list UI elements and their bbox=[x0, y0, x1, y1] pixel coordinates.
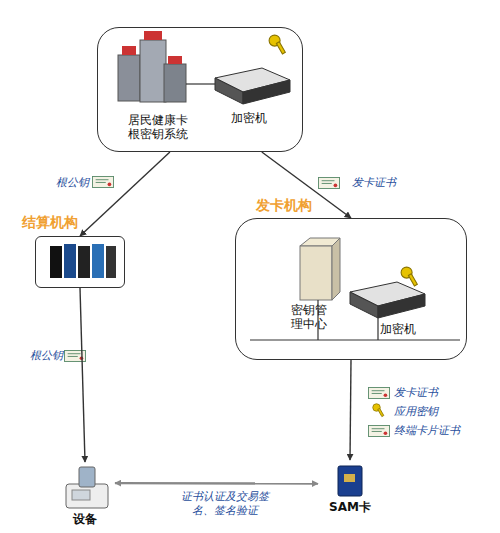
item-label: 应用密钥 bbox=[394, 405, 438, 419]
network-wire bbox=[250, 300, 460, 340]
tower-side bbox=[332, 238, 340, 300]
building-icon bbox=[118, 31, 186, 102]
certificate-icon bbox=[318, 178, 339, 189]
node-label: 加密机 bbox=[227, 111, 271, 125]
building-block bbox=[164, 64, 186, 102]
group-heading: 结算机构 bbox=[22, 215, 78, 229]
org-box: 结算机构 bbox=[35, 236, 125, 288]
sam-card-icon bbox=[338, 466, 362, 496]
tower-body bbox=[300, 246, 332, 300]
item-label: 终端卡片证书 bbox=[394, 424, 460, 438]
device-body bbox=[66, 484, 108, 508]
building-block bbox=[118, 55, 140, 101]
building-roof bbox=[144, 31, 162, 40]
rack-unit bbox=[64, 244, 76, 278]
key-icon bbox=[401, 267, 417, 286]
node-label: 密钥管 理中心 bbox=[288, 303, 330, 331]
node-label: 设备 bbox=[55, 512, 115, 526]
rack-unit bbox=[78, 246, 90, 278]
device-keys bbox=[72, 490, 90, 500]
building-roof bbox=[168, 56, 182, 64]
certificate-icon bbox=[92, 177, 113, 188]
device-head bbox=[79, 467, 95, 487]
encryptor-front bbox=[215, 78, 243, 104]
card-body bbox=[338, 466, 362, 496]
rack-unit bbox=[92, 244, 104, 278]
encryptor-side bbox=[378, 294, 425, 318]
tower-server-icon bbox=[300, 238, 340, 300]
certificate-icon bbox=[368, 388, 389, 399]
connector-arrow bbox=[350, 360, 351, 460]
node-label: SAM卡 bbox=[318, 500, 382, 514]
edge-label: 根公钥 bbox=[26, 349, 66, 363]
rack-unit bbox=[50, 246, 62, 278]
group-heading: 发卡机构 bbox=[256, 198, 312, 212]
link-wire bbox=[186, 83, 216, 84]
encryptor-side bbox=[243, 80, 290, 104]
edge-label: 发卡证书 bbox=[344, 176, 404, 190]
edge-label: 根公钥 bbox=[52, 176, 92, 190]
edge-label: 证书认证及交易签 名、签名验证 bbox=[172, 490, 278, 518]
card-chip bbox=[344, 474, 355, 482]
encryptor-front bbox=[350, 292, 378, 318]
rack-unit bbox=[106, 246, 116, 278]
org-box: 发卡机构密钥管 理中心加密机 bbox=[235, 218, 467, 360]
item-label: 发卡证书 bbox=[394, 386, 438, 400]
system-box: 居民健康卡 根密钥系统 加密机 bbox=[97, 27, 303, 152]
server-rack-icon bbox=[50, 244, 116, 278]
building-roof bbox=[122, 46, 136, 55]
encryptor-icon bbox=[215, 68, 290, 104]
key-icon bbox=[269, 35, 285, 54]
pos-device-icon bbox=[66, 467, 108, 508]
building-block bbox=[140, 40, 166, 102]
key-icon bbox=[373, 404, 384, 417]
device-node: 设备 bbox=[55, 462, 115, 528]
connector-arrow bbox=[262, 152, 351, 218]
node-label: 加密机 bbox=[376, 322, 420, 336]
node-label: 居民健康卡 根密钥系统 bbox=[125, 113, 191, 141]
connector-arrow bbox=[115, 482, 318, 485]
connector-arrow bbox=[80, 288, 85, 462]
certificate-icon bbox=[368, 426, 389, 437]
connector-arrow bbox=[80, 152, 170, 236]
card-node: SAM卡 bbox=[318, 460, 382, 522]
encryptor-icon bbox=[350, 282, 425, 318]
